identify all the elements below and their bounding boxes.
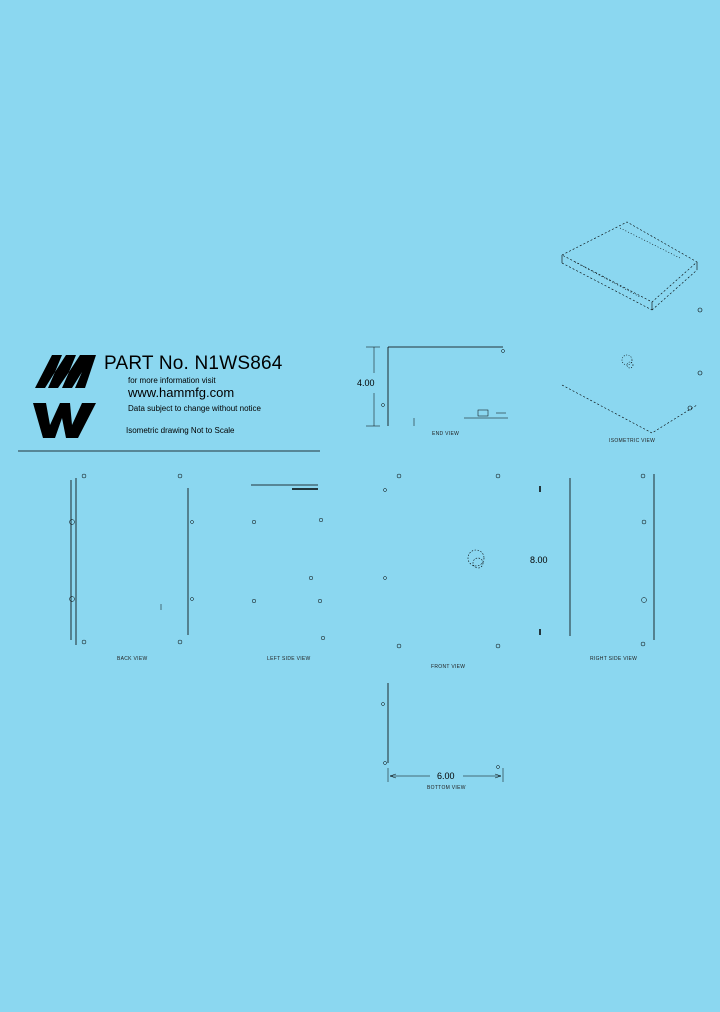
front-view-label: FRONT VIEW <box>431 664 466 670</box>
width-dimension: 6.00 <box>437 771 455 781</box>
back-view-label: BACK VIEW <box>117 656 148 662</box>
end-view <box>366 346 508 427</box>
scale-note: Isometric drawing Not to Scale <box>126 426 235 435</box>
info-line: for more information visit <box>128 376 216 385</box>
left-side-view-label: LEFT SIDE VIEW <box>267 656 311 662</box>
right-side-view <box>569 473 655 647</box>
bottom-view <box>381 683 504 782</box>
hammond-logo <box>33 355 96 438</box>
depth-dimension: 8.00 <box>530 555 548 565</box>
part-number: PART No. N1WS864 <box>104 353 283 374</box>
isometric-view <box>561 221 703 434</box>
height-dimension: 4.00 <box>357 378 375 388</box>
front-view <box>383 473 541 649</box>
isometric-view-label: ISOMETRIC VIEW <box>609 438 656 444</box>
change-notice: Data subject to change without notice <box>128 404 261 413</box>
website-link[interactable]: www.hammfg.com <box>128 385 235 400</box>
back-view <box>69 473 194 645</box>
left-side-view <box>251 484 326 641</box>
end-view-label: END VIEW <box>432 431 460 437</box>
right-side-view-label: RIGHT SIDE VIEW <box>590 656 638 662</box>
bottom-view-label: BOTTOM VIEW <box>427 785 466 791</box>
